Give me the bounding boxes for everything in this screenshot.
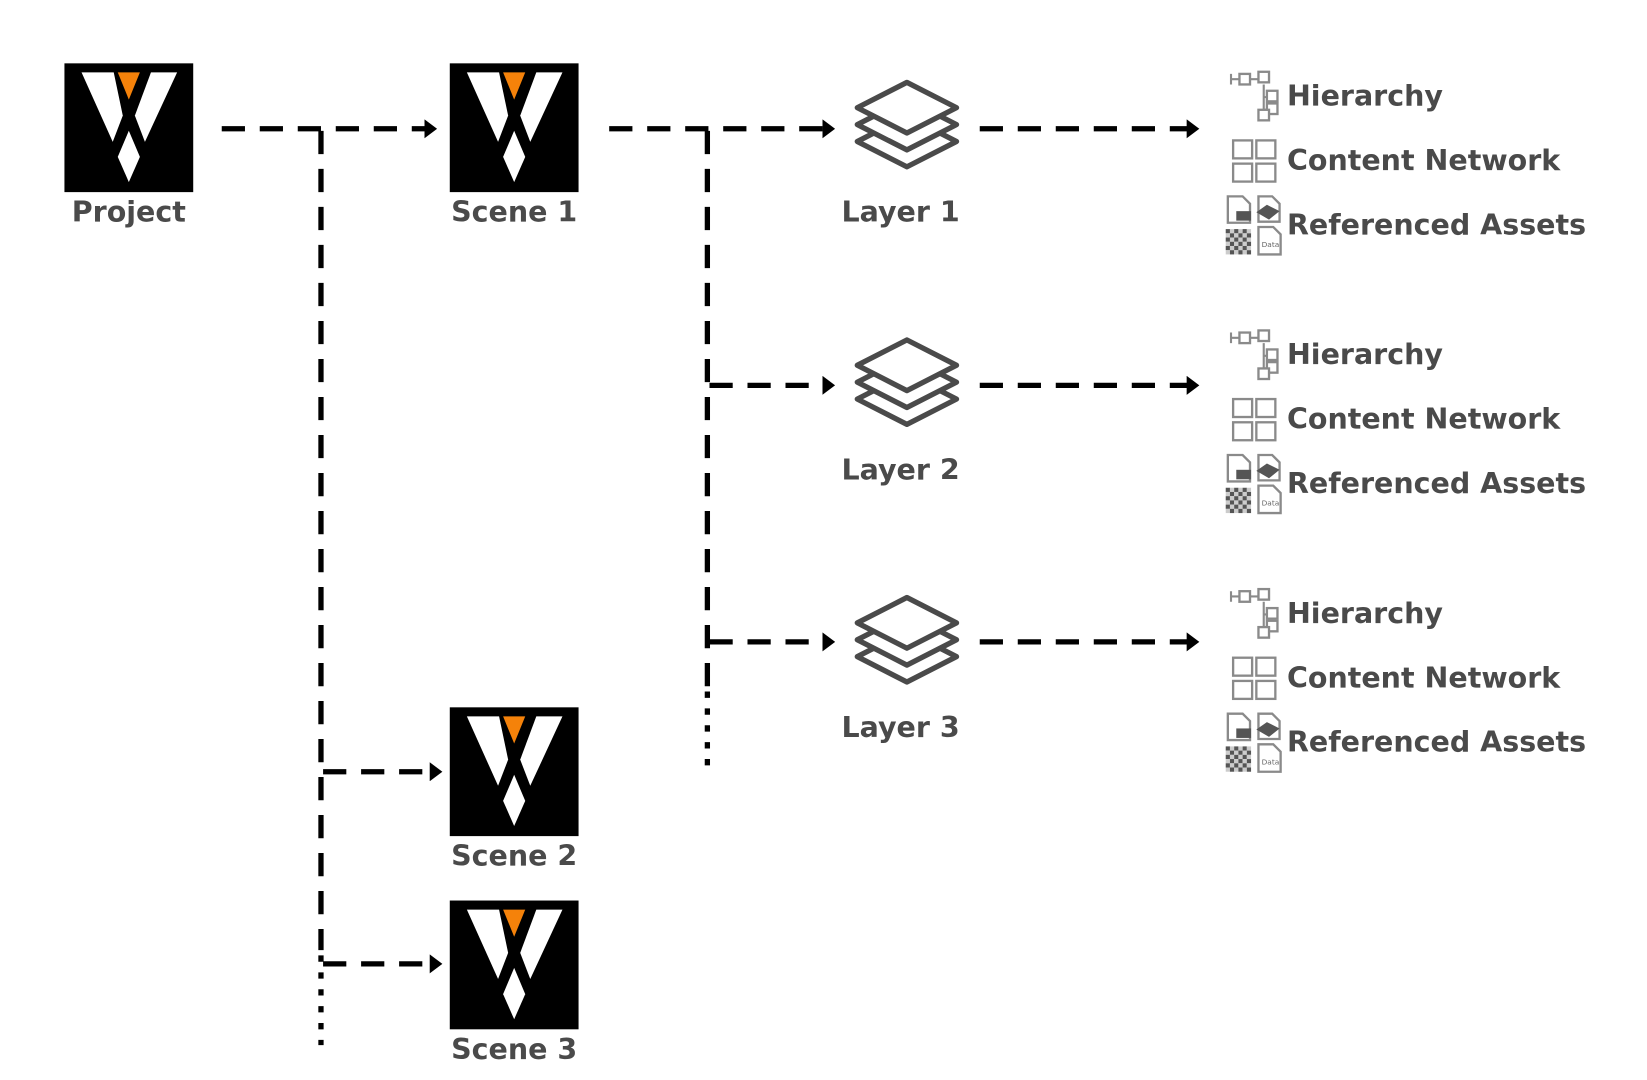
mesh-icon (1256, 722, 1280, 737)
project-node[interactable]: Project (64, 63, 194, 229)
layer-node[interactable]: Layer 3 (841, 598, 960, 744)
mesh-icon (1256, 204, 1280, 220)
connectors (221, 119, 1200, 1046)
clapperboard-icon (1236, 211, 1252, 221)
scene-node[interactable]: Scene 1 (449, 63, 579, 229)
referenced-assets-icon: Data (1225, 712, 1282, 773)
texture-checker-icon (1225, 487, 1252, 514)
data-file-icon (1257, 743, 1282, 773)
hierarchy-item[interactable]: Hierarchy (1229, 329, 1443, 381)
data-file-icon-text: Data (1262, 499, 1280, 508)
scene-node[interactable]: Scene 2 (449, 707, 579, 873)
mesh-icon (1256, 463, 1280, 479)
hierarchy-label: Hierarchy (1287, 80, 1443, 113)
hierarchy-item[interactable]: Hierarchy (1229, 587, 1443, 639)
scene-label: Scene 3 (451, 1033, 577, 1066)
clapperboard-icon (1236, 728, 1252, 738)
content-network-item[interactable]: Content Network (1231, 656, 1561, 701)
referenced-assets-label: Referenced Assets (1287, 467, 1586, 500)
referenced-assets-label: Referenced Assets (1287, 726, 1586, 759)
project-logo-icon (64, 63, 194, 193)
texture-checker-icon (1225, 229, 1252, 255)
referenced-assets-label: Referenced Assets (1287, 208, 1586, 241)
data-file-icon (1257, 484, 1282, 515)
content-network-grid-icon (1231, 139, 1277, 183)
content-network-item[interactable]: Content Network (1231, 139, 1561, 183)
layers-stack-icon (857, 340, 956, 424)
referenced-assets-item[interactable]: Data Referenced Assets (1225, 195, 1586, 256)
referenced-assets-item[interactable]: Data Referenced Assets (1225, 712, 1586, 773)
layer-label: Layer 2 (841, 453, 959, 486)
content-network-grid-icon (1231, 656, 1277, 701)
referenced-assets-icon: Data (1225, 195, 1282, 256)
scene-logo-icon (449, 900, 579, 1030)
scene-logo-icon (449, 707, 579, 837)
scene-logo-icon (449, 63, 579, 193)
clapperboard-icon (1236, 469, 1252, 480)
referenced-assets-icon: Data (1225, 453, 1282, 515)
project-label: Project (72, 196, 186, 229)
scene-node[interactable]: Scene 3 (449, 900, 579, 1066)
hierarchy-label: Hierarchy (1287, 338, 1443, 371)
content-network-label: Content Network (1287, 144, 1561, 177)
data-file-icon-text: Data (1262, 757, 1280, 766)
content-network-grid-icon (1231, 397, 1277, 442)
data-file-icon (1257, 225, 1282, 256)
layers-stack-icon (857, 82, 956, 166)
hierarchy-icon (1229, 587, 1279, 639)
layer-node[interactable]: Layer 2 (841, 340, 960, 486)
referenced-assets-item[interactable]: Data Referenced Assets (1225, 453, 1586, 515)
content-network-label: Content Network (1287, 661, 1561, 694)
hierarchy-label: Hierarchy (1287, 597, 1443, 630)
layers-stack-icon (857, 598, 956, 682)
layer-label: Layer 1 (841, 196, 959, 229)
hierarchy-item[interactable]: Hierarchy (1229, 70, 1443, 122)
layer-label: Layer 3 (841, 711, 959, 744)
data-file-icon-text: Data (1262, 240, 1280, 249)
content-network-item[interactable]: Content Network (1231, 397, 1561, 442)
layer-node[interactable]: Layer 1 (841, 82, 960, 229)
texture-checker-icon (1225, 746, 1252, 772)
hierarchy-icon (1229, 329, 1279, 381)
scene-label: Scene 1 (451, 196, 577, 229)
content-network-label: Content Network (1287, 403, 1561, 436)
scene-label: Scene 2 (451, 840, 577, 873)
hierarchy-icon (1229, 70, 1279, 122)
